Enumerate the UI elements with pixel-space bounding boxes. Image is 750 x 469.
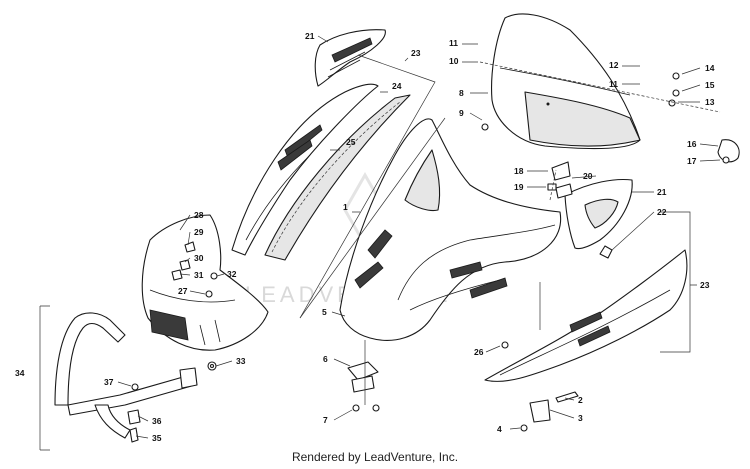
callout-4: 4 xyxy=(497,424,502,434)
callout-23-right: 23 xyxy=(700,280,710,290)
callout-leaders xyxy=(117,35,721,439)
callout-8: 8 xyxy=(459,88,464,98)
callout-26: 26 xyxy=(474,347,484,357)
footer-credit: Rendered by LeadVenture, Inc. xyxy=(291,450,459,464)
hardware xyxy=(127,72,740,443)
hood-vent-side xyxy=(564,179,633,250)
callout-33: 33 xyxy=(236,356,246,366)
callout-32: 32 xyxy=(227,269,237,279)
callout-11-left: 11 xyxy=(449,38,458,48)
side-panel-24 xyxy=(231,83,379,256)
windshield xyxy=(491,13,641,150)
callout-37: 37 xyxy=(104,377,114,387)
callout-25: 25 xyxy=(346,137,356,147)
front-nose xyxy=(141,214,269,351)
callout-19: 19 xyxy=(514,182,524,192)
callout-7: 7 xyxy=(323,415,328,425)
guide-lines xyxy=(39,54,721,451)
callout-9: 9 xyxy=(459,108,464,118)
trim-strip-25 xyxy=(264,94,411,261)
callout-2: 2 xyxy=(578,395,583,405)
callout-3: 3 xyxy=(578,413,583,423)
callout-11-right: 11 xyxy=(609,79,618,89)
callout-16: 16 xyxy=(687,139,697,149)
callout-21-top: 21 xyxy=(305,31,315,41)
callout-20: 20 xyxy=(583,171,593,181)
callout-36: 36 xyxy=(152,416,162,426)
callout-29: 29 xyxy=(194,227,204,237)
side-panel-lower xyxy=(484,249,688,382)
callout-5: 5 xyxy=(322,307,327,317)
callout-17: 17 xyxy=(687,156,697,166)
callout-23-top: 23 xyxy=(411,48,421,58)
callout-18: 18 xyxy=(514,166,524,176)
callout-31: 31 xyxy=(194,270,204,280)
callout-15: 15 xyxy=(705,80,715,90)
callout-13: 13 xyxy=(705,97,715,107)
callout-27: 27 xyxy=(178,286,188,296)
hood-vent-upper xyxy=(314,29,386,87)
callout-35: 35 xyxy=(152,433,162,443)
callout-30: 30 xyxy=(194,253,204,263)
callout-1: 1 xyxy=(343,202,348,212)
callout-21-side: 21 xyxy=(657,187,667,197)
main-hood xyxy=(339,118,562,341)
callout-6: 6 xyxy=(323,354,328,364)
callout-34: 34 xyxy=(15,368,25,378)
front-bumper xyxy=(54,312,198,439)
callouts: 1 2 3 4 5 6 7 8 9 10 11 11 12 13 14 15 1… xyxy=(15,31,715,443)
callout-10: 10 xyxy=(449,56,459,66)
callout-12: 12 xyxy=(609,60,619,70)
callout-14: 14 xyxy=(705,63,715,73)
callout-28: 28 xyxy=(194,210,204,220)
callout-22: 22 xyxy=(657,207,667,217)
callout-24: 24 xyxy=(392,81,402,91)
